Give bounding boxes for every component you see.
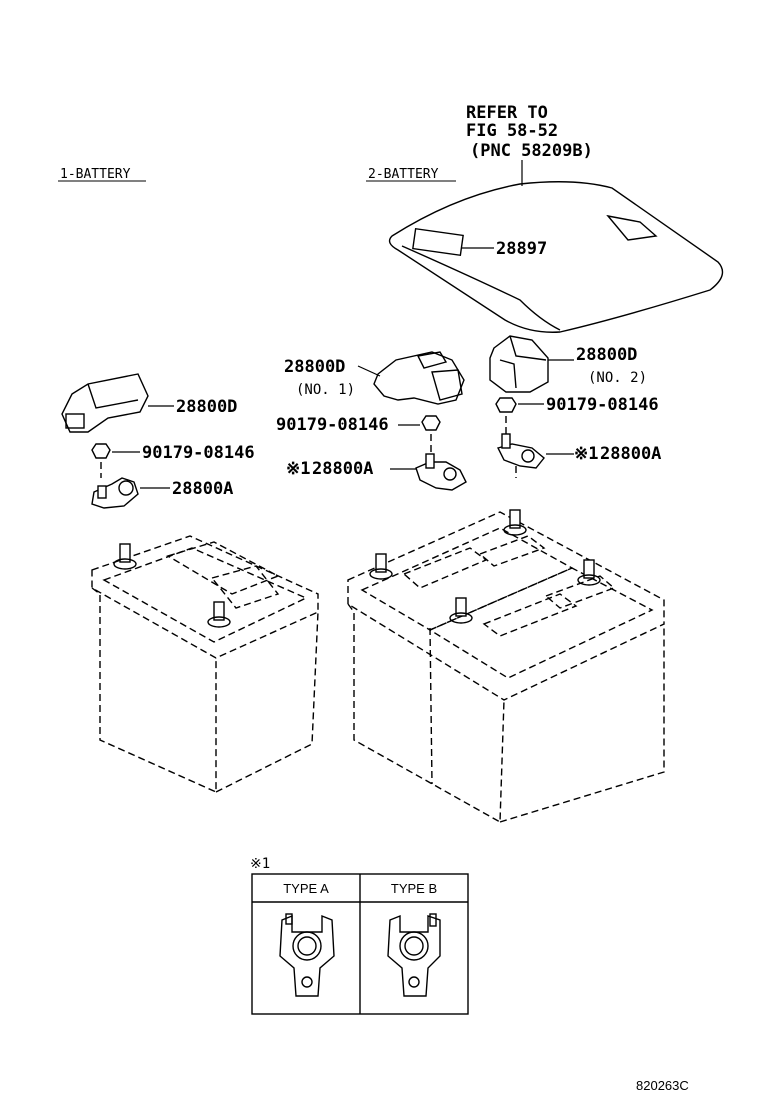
- section-label-1-battery: 1-BATTERY: [60, 167, 131, 182]
- battery-terminal-middle: [415, 453, 467, 491]
- section-label-2-battery: 2-BATTERY: [368, 167, 439, 182]
- terminal-cover-left: [61, 373, 149, 433]
- terminal-type-b-drawing: [387, 913, 441, 997]
- terminal-cover-no2: [489, 335, 549, 393]
- legend-table: [251, 873, 469, 1015]
- terminal-type-a-drawing: [279, 913, 335, 997]
- right-terminal-mark: ※1: [574, 444, 598, 464]
- legend-mark: ※1: [250, 856, 270, 872]
- battery-terminal-left: [91, 477, 139, 509]
- right-cover-note: (NO. 2): [588, 370, 647, 386]
- part-number-mid-cover: 28800D: [284, 357, 345, 377]
- terminal-cover-no1: [373, 351, 465, 405]
- nut-right: [495, 397, 517, 434]
- nut-middle: [421, 415, 441, 452]
- leader-mid-cover: [357, 365, 381, 377]
- battery-terminal-right: [496, 433, 545, 478]
- part-number-right-cover: 28800D: [576, 345, 637, 365]
- legend-header-type-a: TYPE A: [283, 881, 329, 896]
- part-number-right-nut: 90179-08146: [546, 395, 659, 415]
- mid-cover-note: (NO. 1): [296, 382, 355, 398]
- part-number-left-cover: 28800D: [176, 397, 237, 417]
- cover-label-area: [412, 227, 464, 257]
- battery-1-outline: [91, 535, 319, 794]
- mid-terminal-mark: ※1: [286, 459, 310, 479]
- refer-line-2: FIG 58-52: [466, 121, 558, 141]
- part-number-mid-nut: 90179-08146: [276, 415, 389, 435]
- figure-code: 820263C: [636, 1078, 689, 1093]
- part-number-left-terminal: 28800A: [172, 479, 233, 499]
- refer-line-1: REFER TO: [466, 103, 548, 123]
- part-number-28897: 28897: [496, 239, 547, 259]
- part-number-mid-terminal: 28800A: [312, 459, 373, 479]
- battery-cover-part: [388, 181, 724, 333]
- nut-left: [91, 443, 111, 478]
- refer-line-3: (PNC 58209B): [470, 141, 593, 161]
- legend-header-type-b: TYPE B: [391, 881, 437, 896]
- part-number-right-terminal: 28800A: [600, 444, 661, 464]
- battery-2-outline: [347, 509, 665, 824]
- part-number-left-nut: 90179-08146: [142, 443, 255, 463]
